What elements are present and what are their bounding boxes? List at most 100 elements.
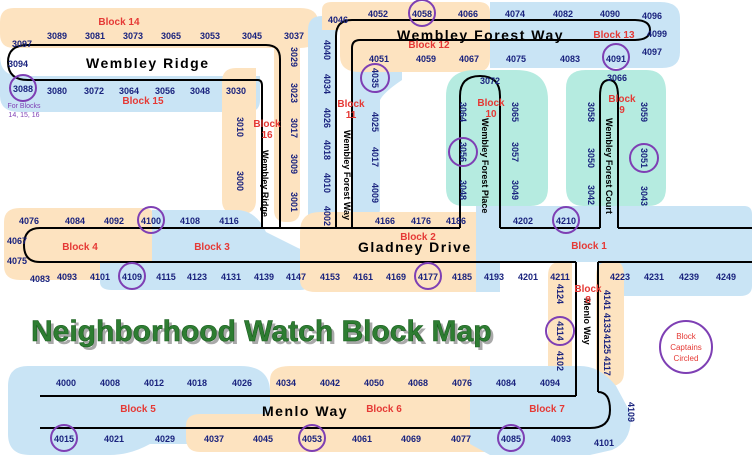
captain-circle-3051 <box>629 143 659 173</box>
address-4211: 4211 <box>550 272 570 282</box>
road-wembley-forest-court <box>599 78 619 228</box>
address-4101-menlo: 4101 <box>594 438 614 448</box>
address-4084: 4084 <box>65 216 85 226</box>
map-title: Neighborhood Watch Block Map Neighborhoo… <box>31 315 495 351</box>
address-3037: 3037 <box>284 31 304 41</box>
captain-circle-4015 <box>50 424 78 452</box>
captain-circle-3056 <box>448 137 478 167</box>
address-4092: 4092 <box>104 216 124 226</box>
address-4093: 4093 <box>57 272 77 282</box>
map-title-text: Neighborhood Watch Block Map <box>31 315 492 348</box>
address-4239: 4239 <box>679 272 699 282</box>
address-4026: 4026 <box>322 108 332 128</box>
captain-circle-4053 <box>298 424 326 452</box>
address-3051: 3051 <box>639 148 649 168</box>
address-4133: 4133 <box>602 313 612 333</box>
addresses-horizontal: 4052 4058 4066 4074 4082 4090 4096 4046 … <box>7 9 736 448</box>
block-label-3: Block 3 <box>194 242 230 253</box>
block-label-14: Block 14 <box>98 17 140 28</box>
roads <box>6 19 752 429</box>
captain-circle-3088 <box>9 74 37 102</box>
address-4169: 4169 <box>386 272 406 282</box>
block-label-2: Block 2 <box>400 232 436 243</box>
captain-circle-4109 <box>118 262 146 290</box>
address-3065: 3065 <box>161 31 181 41</box>
captain-circle-4114 <box>545 316 575 346</box>
captain-circles <box>9 0 713 452</box>
block-label-7: Block 7 <box>529 404 565 415</box>
address-3009: 3009 <box>289 154 299 174</box>
captains-legend: Block Captains Circled <box>670 332 702 363</box>
address-3066: 3066 <box>607 73 627 83</box>
address-4201: 4201 <box>518 272 538 282</box>
captain-circle-4085 <box>497 424 525 452</box>
legend-line-2: Captains <box>670 343 702 352</box>
street-name-wembley-ridge: Wembley Ridge <box>86 55 210 71</box>
street-name-wembley-forest-place: Wembley Forest Place <box>480 118 490 213</box>
address-4210: 4210 <box>556 216 576 226</box>
address-4223: 4223 <box>610 272 630 282</box>
address-4026-menlo: 4026 <box>232 378 252 388</box>
block-label-10-number: 10 <box>485 109 497 120</box>
address-3001: 3001 <box>289 192 299 212</box>
address-4034: 4034 <box>322 74 332 94</box>
address-4109-menlo: 4109 <box>626 402 636 422</box>
address-4077: 4077 <box>451 434 471 444</box>
address-3010: 3010 <box>235 117 245 137</box>
note-line-2: 14, 15, 16 <box>8 112 39 119</box>
address-4035: 4035 <box>370 68 380 88</box>
address-4116: 4116 <box>219 216 239 226</box>
address-3057: 3057 <box>510 142 520 162</box>
address-4101: 4101 <box>90 272 110 282</box>
address-4193: 4193 <box>484 272 504 282</box>
block-label-9-number: 9 <box>619 105 625 116</box>
captain-circle-4035 <box>360 63 390 93</box>
address-4186: 4186 <box>446 216 466 226</box>
block-label-11-word: Block <box>337 99 365 110</box>
block-label-6: Block 6 <box>366 404 402 415</box>
address-4025: 4025 <box>370 112 380 132</box>
address-3056-place: 3056 <box>458 142 468 162</box>
address-4059: 4059 <box>416 54 436 64</box>
address-4231: 4231 <box>644 272 664 282</box>
address-3000: 3000 <box>235 171 245 191</box>
address-4090: 4090 <box>600 9 620 19</box>
address-3065-place: 3065 <box>510 102 520 122</box>
road-wembley-forest-way-inner <box>351 39 600 228</box>
address-4153: 4153 <box>320 272 340 282</box>
address-4000: 4000 <box>56 378 76 388</box>
address-4066: 4066 <box>458 9 478 19</box>
address-3023: 3023 <box>289 83 299 103</box>
address-4067-left: 4067 <box>7 236 27 246</box>
address-3094: 3094 <box>8 59 28 69</box>
address-4021: 4021 <box>104 434 124 444</box>
road-cul-de-sac-3088 <box>6 44 29 81</box>
address-4058: 4058 <box>412 9 432 19</box>
address-4141: 4141 <box>602 290 612 310</box>
captain-circle-4210 <box>552 206 580 234</box>
road-menlo-way-vertical <box>575 262 599 396</box>
address-4176: 4176 <box>411 216 431 226</box>
address-4040: 4040 <box>322 40 332 60</box>
blocks-note: For Blocks 14, 15, 16 <box>7 103 41 119</box>
street-name-gladney-drive: Gladney Drive <box>358 239 472 255</box>
block-label-12: Block 12 <box>408 40 450 51</box>
address-3030: 3030 <box>226 86 246 96</box>
address-4083: 4083 <box>560 54 580 64</box>
address-4009: 4009 <box>370 183 380 203</box>
address-3088: 3088 <box>13 84 33 94</box>
address-3029: 3029 <box>289 47 299 67</box>
address-3080: 3080 <box>47 86 67 96</box>
block-label-10-word: Block <box>477 98 505 109</box>
address-3059: 3059 <box>639 102 649 122</box>
street-name-wembley-forest-way: Wembley Forest Way <box>397 27 564 43</box>
address-3043: 3043 <box>639 186 649 206</box>
address-4147: 4147 <box>286 272 306 282</box>
address-4094: 4094 <box>540 378 560 388</box>
street-name-wembley-ridge-vertical: Wembley Ridge <box>260 150 270 217</box>
